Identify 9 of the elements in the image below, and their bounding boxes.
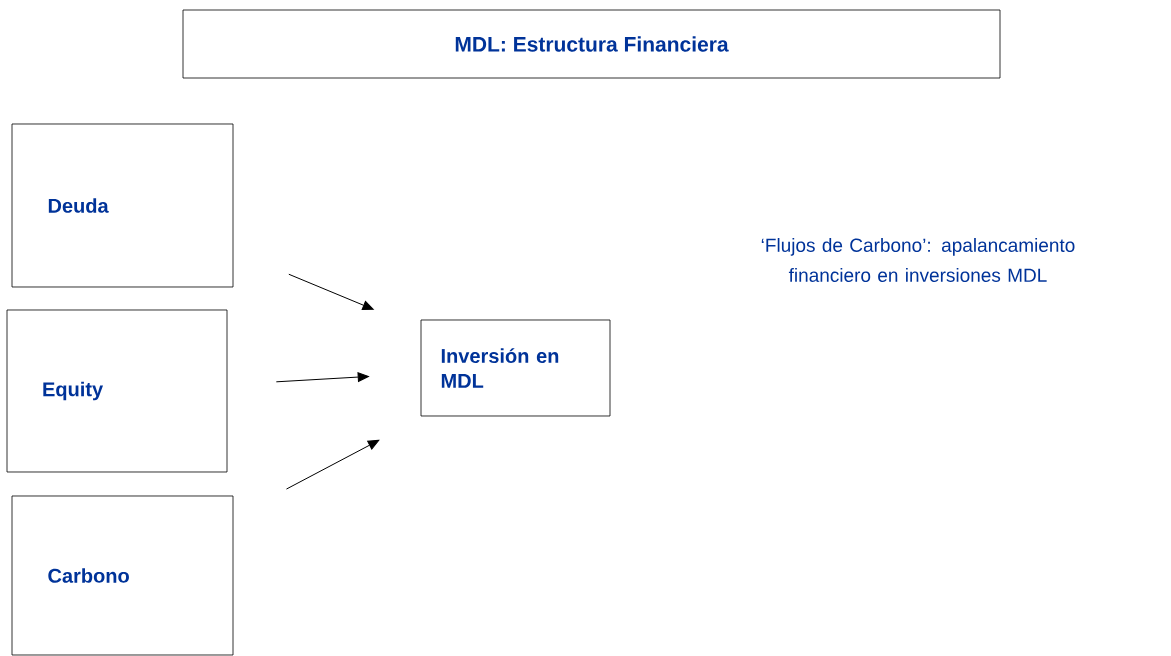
- note-text: ‘Flujos de Carbono’: apalancamiento financiero en inversiones MDL: [761, 238, 1075, 282]
- text-box: Carbono: [11, 495, 234, 656]
- title-box: MDL: Estructura Financiera: [182, 9, 1001, 79]
- arrow: [285, 439, 380, 490]
- text-box: Equity: [6, 309, 228, 473]
- text-box: Deuda: [11, 123, 234, 288]
- text-box: Inversión en MDL: [420, 319, 611, 417]
- arrow: [288, 273, 374, 310]
- arrow: [275, 372, 369, 383]
